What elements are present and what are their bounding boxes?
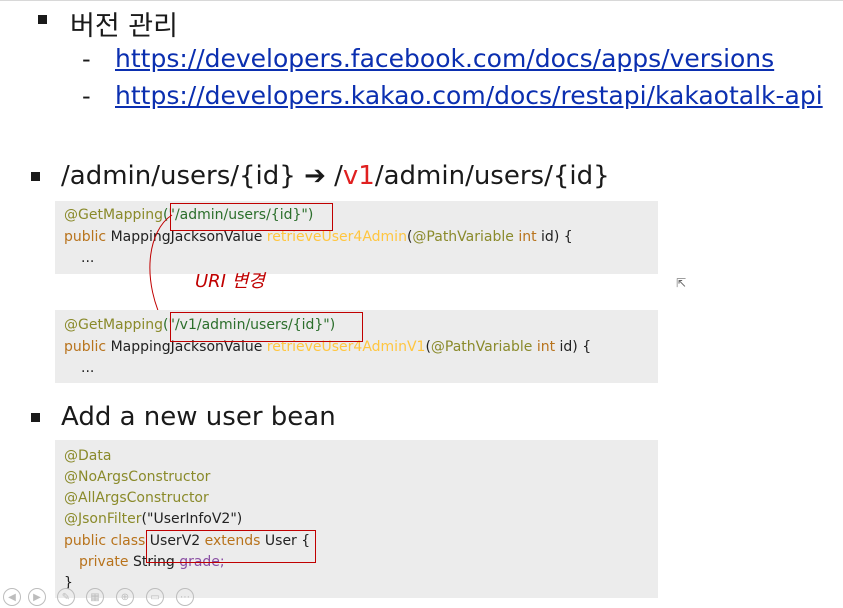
highlight-box-new-uri — [170, 312, 363, 342]
subtitle-icon[interactable]: ▭ — [146, 588, 164, 606]
dash-marker: - — [82, 82, 91, 110]
mouse-cursor-icon: ⇱ — [676, 276, 687, 290]
annotation-token: @PathVariable — [412, 229, 514, 245]
prev-slide-icon[interactable]: ◀ — [3, 588, 21, 606]
code-block-new-mapping: @GetMapping("/v1/admin/users/{id}") publ… — [55, 310, 658, 383]
dash-marker: - — [82, 45, 91, 73]
annotation-token: @PathVariable — [430, 339, 533, 355]
code-line: @AllArgsConstructor — [64, 490, 209, 506]
annotation-token: @GetMapping — [64, 317, 164, 333]
method-name-token: retrieveUser4Admin — [266, 229, 407, 245]
new-uri-path: /admin/users/{id} — [374, 161, 610, 191]
uri-change-heading: /admin/users/{id} ➔ /v1/admin/users/{id} — [61, 161, 610, 191]
bullet-marker — [31, 172, 40, 181]
keyword-token: int — [536, 339, 556, 355]
code-line: ... — [81, 250, 95, 266]
keyword-token: extends — [204, 533, 261, 549]
version-prefix: v1 — [342, 161, 375, 191]
code-line: public MappingJacksonValue retrieveUser4… — [64, 229, 573, 245]
facebook-versions-link[interactable]: https://developers.facebook.com/docs/app… — [115, 44, 775, 73]
uri-change-label: URI 변경 — [195, 271, 265, 292]
code-line: @GetMapping("/v1/admin/users/{id}") — [64, 317, 335, 333]
old-uri: /admin/users/{id} — [61, 161, 305, 191]
bullet-marker — [38, 15, 47, 24]
code-line: public class UserV2 extends User { — [64, 533, 310, 549]
keyword-token: int — [518, 229, 537, 245]
annotation-token: @GetMapping — [64, 207, 164, 223]
section-title-new-bean: Add a new user bean — [61, 402, 336, 432]
code-block-old-mapping: @GetMapping("/admin/users/{id}") public … — [55, 201, 658, 274]
param-token: id) { — [536, 229, 573, 245]
code-block-userv2: @Data @NoArgsConstructor @AllArgsConstru… — [55, 440, 658, 598]
class-name-token: UserV2 — [149, 533, 201, 549]
code-line: @NoArgsConstructor — [64, 469, 211, 485]
string-token: ("UserInfoV2") — [141, 511, 243, 527]
code-line: } — [64, 575, 73, 591]
keyword-token: public — [64, 339, 107, 355]
code-line: ... — [81, 360, 95, 376]
highlight-box-userv2 — [146, 530, 316, 563]
code-line: public MappingJacksonValue retrieveUser4… — [64, 339, 591, 355]
pen-icon[interactable]: ✎ — [57, 588, 75, 606]
type-token: MappingJacksonValue — [106, 229, 267, 245]
superclass-token: User { — [264, 533, 311, 549]
keyword-token: private — [79, 554, 129, 570]
more-options-icon[interactable]: ⋯ — [176, 588, 194, 606]
code-line: @JsonFilter("UserInfoV2") — [64, 511, 242, 527]
top-divider — [0, 0, 843, 1]
slides-grid-icon[interactable]: ▦ — [86, 588, 104, 606]
type-token: MappingJacksonValue — [106, 339, 267, 355]
kakao-api-link[interactable]: https://developers.kakao.com/docs/restap… — [115, 81, 823, 110]
annotation-token: @JsonFilter — [64, 511, 142, 527]
arrow-icon: ➔ — [304, 161, 326, 191]
string-token: ("/admin/users/{id}") — [163, 207, 314, 223]
method-name-token: retrieveUser4AdminV1 — [266, 339, 426, 355]
string-token: ("/v1/admin/users/{id}") — [163, 317, 336, 333]
uri-slash: / — [325, 161, 343, 191]
section-title-versioning: 버전 관리 — [70, 11, 178, 42]
keyword-token: public class — [64, 533, 146, 549]
paren-token: ( — [425, 339, 431, 355]
bullet-marker — [31, 413, 40, 422]
code-line: @Data — [64, 448, 112, 464]
zoom-icon[interactable]: ⊕ — [116, 588, 134, 606]
code-line: @GetMapping("/admin/users/{id}") — [64, 207, 313, 223]
paren-token: ( — [406, 229, 413, 245]
param-token: id) { — [555, 339, 592, 355]
highlight-box-old-uri — [170, 203, 333, 231]
next-slide-icon[interactable]: ▶ — [28, 588, 46, 606]
keyword-token: public — [64, 229, 107, 245]
